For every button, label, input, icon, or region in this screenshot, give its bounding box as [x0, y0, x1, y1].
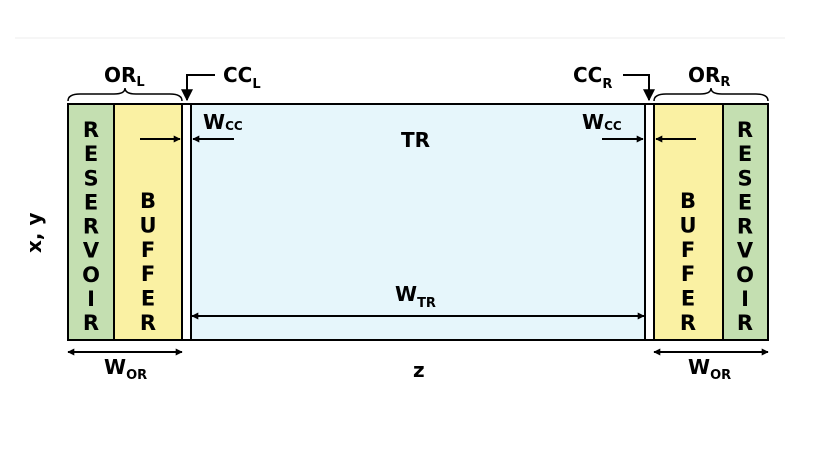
left-reservoir-letter: I [87, 287, 95, 311]
right-reservoir-letter: E [738, 142, 752, 166]
or-left-brace [67, 87, 183, 102]
right-reservoir-letter: I [741, 287, 749, 311]
right-buffer-letter: U [679, 213, 696, 237]
right-buffer-letter: F [681, 238, 695, 262]
right-reservoir-letter: O [736, 263, 754, 287]
left-buffer-letter: F [141, 262, 155, 286]
or-right-brace [653, 87, 769, 102]
right-reservoir-letter: R [737, 311, 753, 335]
cc-left-pointer [181, 74, 215, 102]
right-reservoir-letter: S [737, 166, 752, 190]
left-buffer-box [113, 103, 183, 341]
right-reservoir-letter: R [737, 118, 753, 142]
left-reservoir-letter: E [84, 190, 98, 214]
left-buffer-letter: B [140, 189, 156, 213]
axis-z-label: z [413, 358, 425, 382]
left-buffer-letter: R [140, 311, 156, 335]
axis-xy-label: x, y [22, 213, 46, 254]
w-tr-label: WTR [395, 282, 436, 311]
right-buffer-letter: E [681, 287, 695, 311]
left-buffer-letter: U [139, 213, 156, 237]
w-cc-right-label: WCC [582, 110, 622, 134]
or-left-label: ORL [104, 63, 145, 90]
left-buffer-letter: E [141, 287, 155, 311]
transport-region-box [190, 103, 646, 341]
right-buffer-letter: B [680, 189, 696, 213]
left-reservoir-letter: V [83, 239, 100, 263]
left-reservoir-letter: R [83, 215, 99, 239]
cc-right-label: CCR [573, 63, 612, 92]
right-reservoir-letter: E [738, 190, 752, 214]
right-reservoir-letter: R [737, 215, 753, 239]
left-reservoir-letter: R [83, 311, 99, 335]
w-or-right-label: WOR [688, 355, 731, 383]
w-or-left-label: WOR [104, 355, 147, 383]
left-coupling-strip [181, 103, 192, 341]
cc-left-label: CCL [223, 63, 261, 92]
left-reservoir-letter: R [83, 118, 99, 142]
right-buffer-letter: F [681, 262, 695, 286]
right-reservoir-letter: V [737, 239, 754, 263]
right-buffer-letter: R [680, 311, 696, 335]
left-reservoir-letter: O [82, 263, 100, 287]
right-coupling-strip [644, 103, 655, 341]
left-reservoir-letter: S [83, 166, 98, 190]
or-right-label: ORR [688, 63, 730, 90]
right-reservoir-box [722, 103, 769, 341]
cc-right-pointer [623, 74, 655, 102]
left-buffer-letter: F [141, 238, 155, 262]
transport-region-label: TR [401, 128, 430, 152]
w-cc-left-label: WCC [203, 110, 243, 134]
left-reservoir-letter: E [84, 142, 98, 166]
